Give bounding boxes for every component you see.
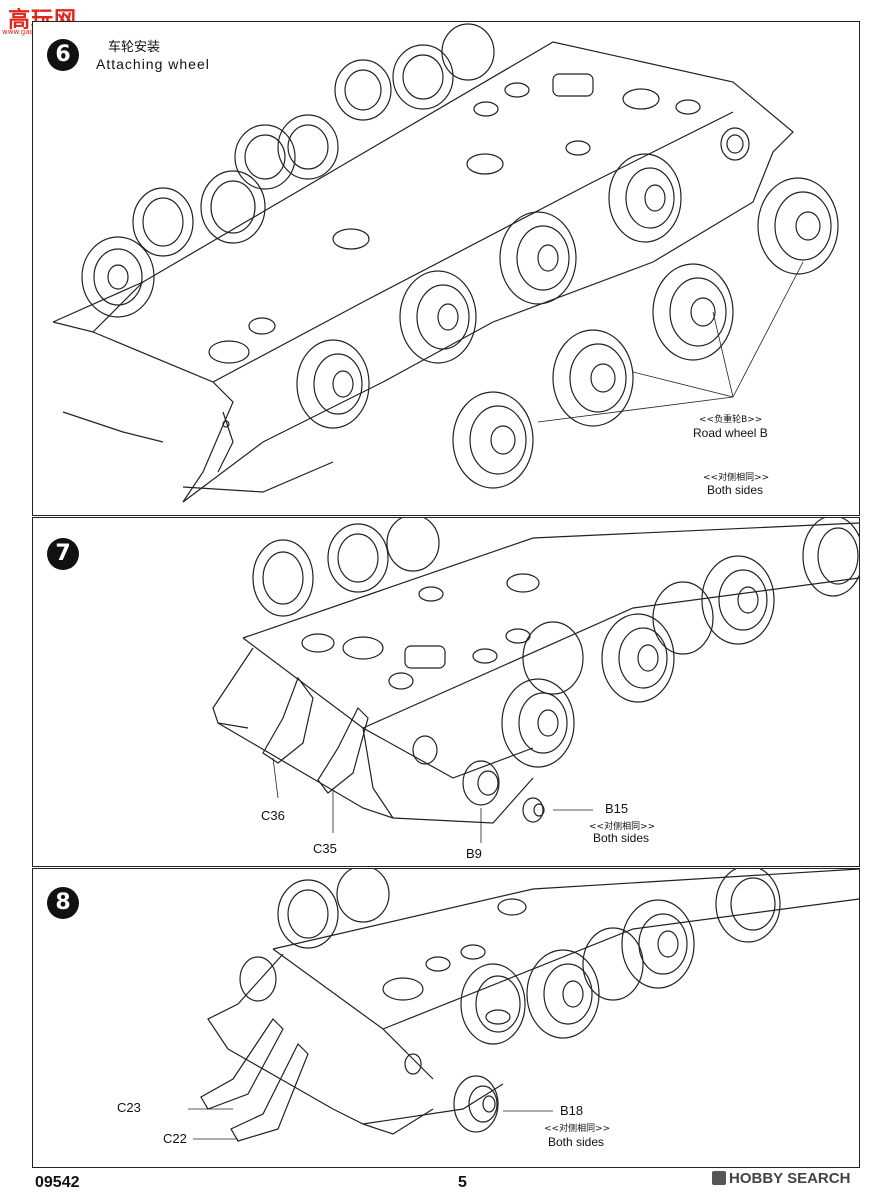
page-number: 5	[458, 1174, 467, 1191]
step-6-title-cn: 车轮安装	[108, 40, 161, 55]
part-c22-label: C22	[163, 1131, 187, 1146]
step-8-illustration	[188, 869, 859, 1142]
part-c36-label: C36	[261, 808, 285, 823]
part-b18-label: B18	[560, 1103, 584, 1118]
road-wheel-label-en: Road wheel B	[693, 426, 768, 440]
step-number-8: 8	[47, 887, 79, 919]
step-7-both-sides-en: Both sides	[593, 831, 650, 845]
source-watermark: HOBBY SEARCH	[712, 1170, 850, 1187]
part-b15-label: B15	[605, 801, 629, 816]
step-8-both-sides-cn: <<对侧相同>>	[544, 1124, 611, 1134]
part-c35-label: C35	[313, 841, 337, 856]
part-b9-label: B9	[466, 846, 482, 861]
kit-code: 09542	[35, 1174, 80, 1191]
step-number-7: 7	[47, 538, 79, 570]
hobby-search-logo-icon	[712, 1171, 726, 1185]
both-sides-label-en: Both sides	[707, 483, 764, 497]
part-c23-label: C23	[117, 1100, 141, 1115]
step-6-panel: 6 车轮安装 Attaching wheel <<负重轮B>> Road whe…	[32, 21, 860, 516]
both-sides-label-cn: <<对侧相同>>	[703, 473, 770, 483]
step-8-both-sides-en: Both sides	[548, 1135, 605, 1149]
step-6-title-en: Attaching wheel	[96, 56, 210, 72]
step-8-panel: 8 C23 C22 B18 <<对侧相同>> Both sides	[32, 868, 860, 1168]
step-7-panel: 7 C36 C35 B9 B15 <<对侧相同>> Both sides	[32, 517, 860, 867]
source-watermark-text: HOBBY SEARCH	[729, 1170, 851, 1187]
step-number-6: 6	[47, 39, 79, 71]
step-6-illustration	[52, 23, 839, 503]
step-7-both-sides-cn: <<对侧相同>>	[589, 822, 656, 832]
step-7-illustration	[212, 518, 859, 843]
road-wheel-label-cn: <<负重轮B>>	[699, 415, 763, 425]
